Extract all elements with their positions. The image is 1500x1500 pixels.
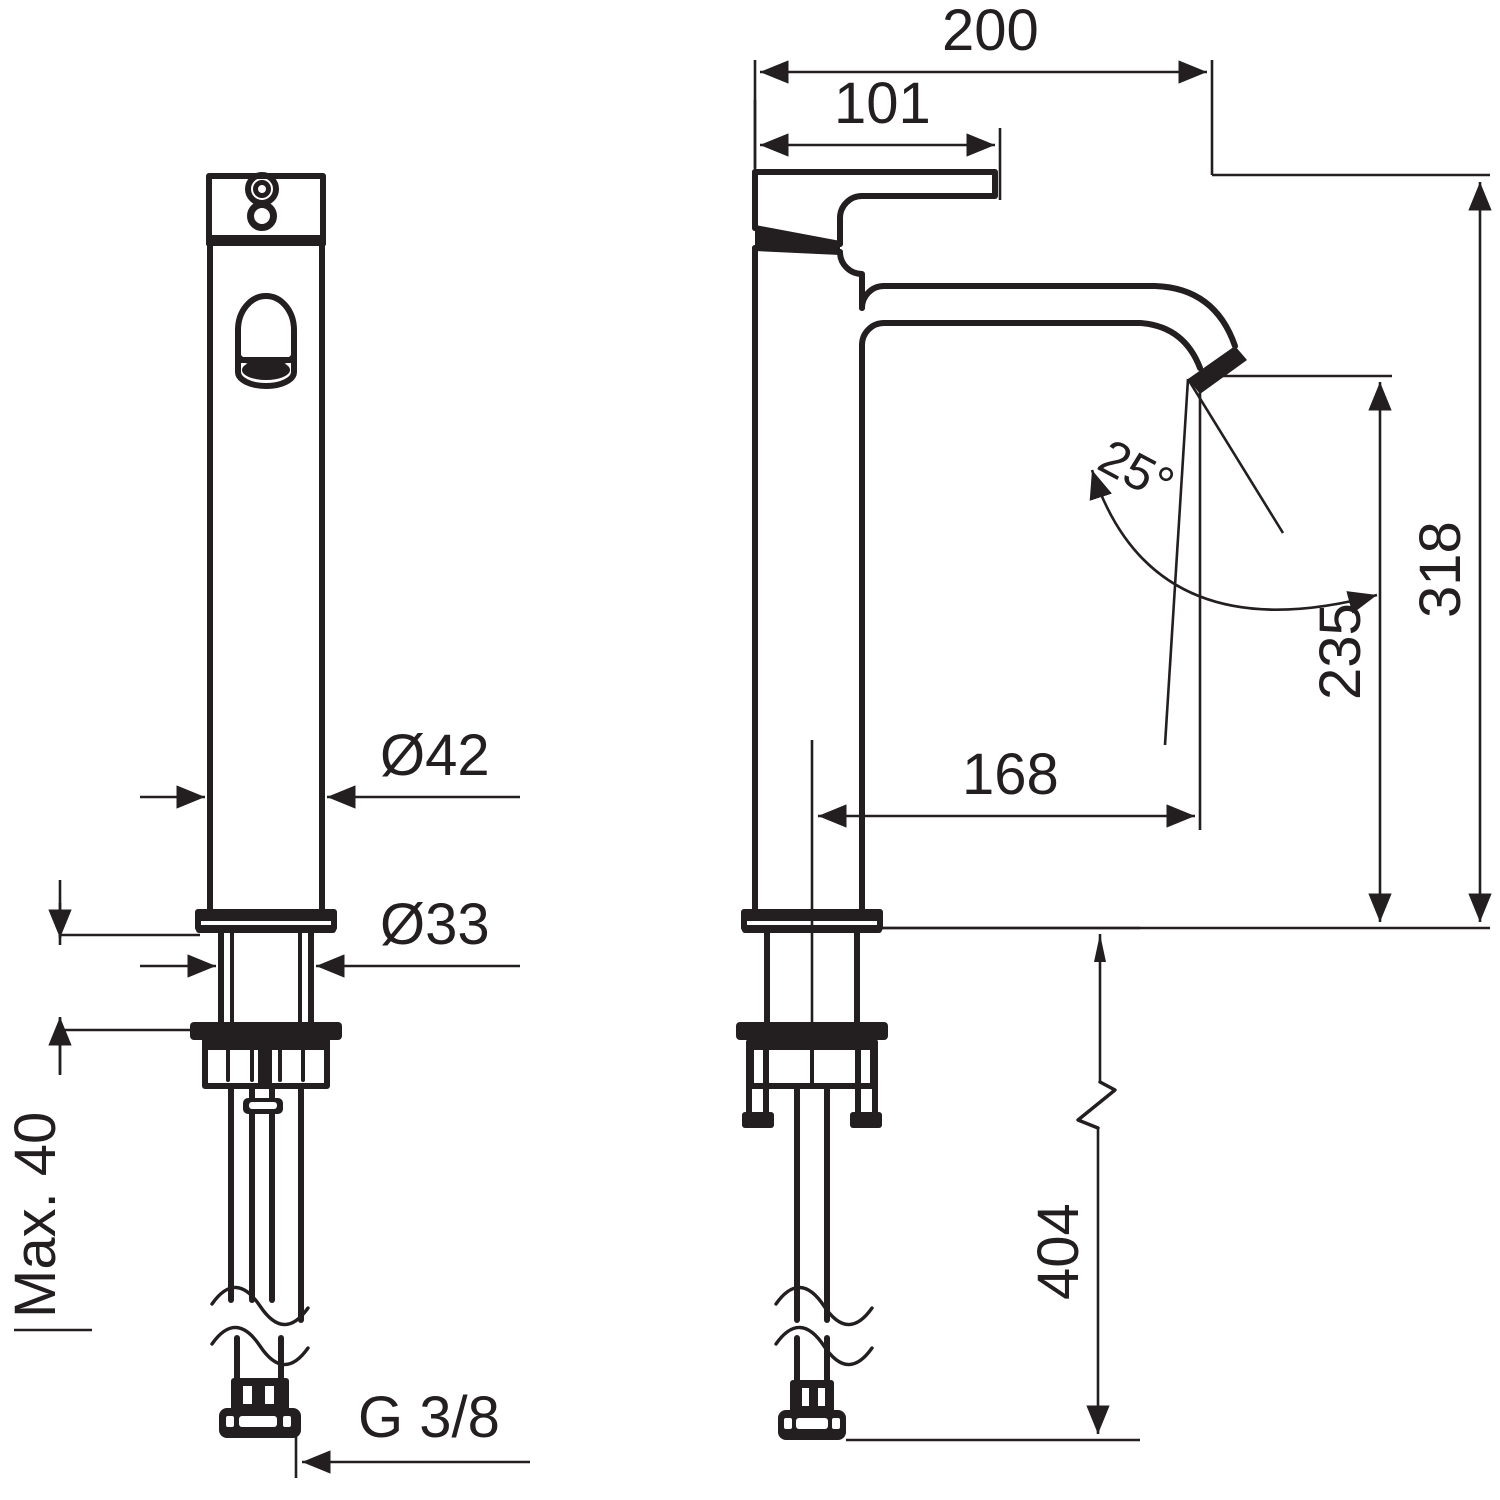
side-view-thread-connector [778, 1335, 846, 1440]
front-view-flange [195, 909, 337, 933]
dim-404: 404 [846, 926, 1140, 1442]
side-view-aerator [1188, 346, 1247, 394]
side-view-group [736, 169, 1247, 1440]
port-hole-icon [247, 201, 277, 231]
dim-label-168: 168 [962, 742, 1059, 807]
front-view-supply-tubes [228, 1083, 304, 1323]
front-view-shank [218, 928, 314, 1031]
dim-label-max40: Max. 40 [3, 1112, 68, 1318]
front-view-cap [206, 172, 326, 246]
dim-200: 200 [753, 0, 1214, 175]
dim-diameter-42: Ø42 [140, 723, 520, 810]
dim-235: 235 [1200, 374, 1392, 922]
dim-label-318: 318 [1408, 521, 1473, 618]
front-view-lever [235, 293, 297, 389]
dim-label-101: 101 [834, 71, 931, 136]
dim-label-235: 235 [1308, 603, 1373, 700]
dim-label-g38: G 3/8 [358, 1385, 500, 1450]
dim-101: 101 [753, 71, 1002, 200]
side-view-spout [859, 283, 1238, 918]
dim-diameter-33: Ø33 [140, 892, 520, 990]
side-view-dimensions: 200 101 318 235 [753, 0, 1492, 1442]
dim-168: 168 [810, 392, 1202, 1040]
dim-thread-g38: G 3/8 [294, 1385, 530, 1478]
dim-label-d33: Ø33 [380, 892, 490, 957]
dim-max-40: Max. 40 [3, 880, 200, 1332]
front-view-dimensions: Ø42 Ø33 Max. 40 [3, 723, 530, 1478]
side-view-shank [764, 928, 860, 1031]
front-view-mounting-hardware [190, 1022, 342, 1089]
front-view-thread-connector [219, 1335, 301, 1438]
side-view-body [752, 245, 865, 918]
dim-label-d42: Ø42 [380, 723, 490, 788]
front-view-break-symbol [210, 1285, 310, 1367]
dim-label-200: 200 [942, 0, 1039, 63]
dim-label-404: 404 [1026, 1203, 1091, 1300]
front-view-body [207, 243, 325, 918]
screw-ring-icon [245, 172, 279, 206]
side-view-supply-tubes [794, 1083, 830, 1323]
front-view-group [190, 172, 342, 1438]
dim-318: 318 [880, 173, 1492, 930]
side-view-lever [752, 169, 998, 255]
side-view-mounting-hardware [736, 1022, 888, 1128]
